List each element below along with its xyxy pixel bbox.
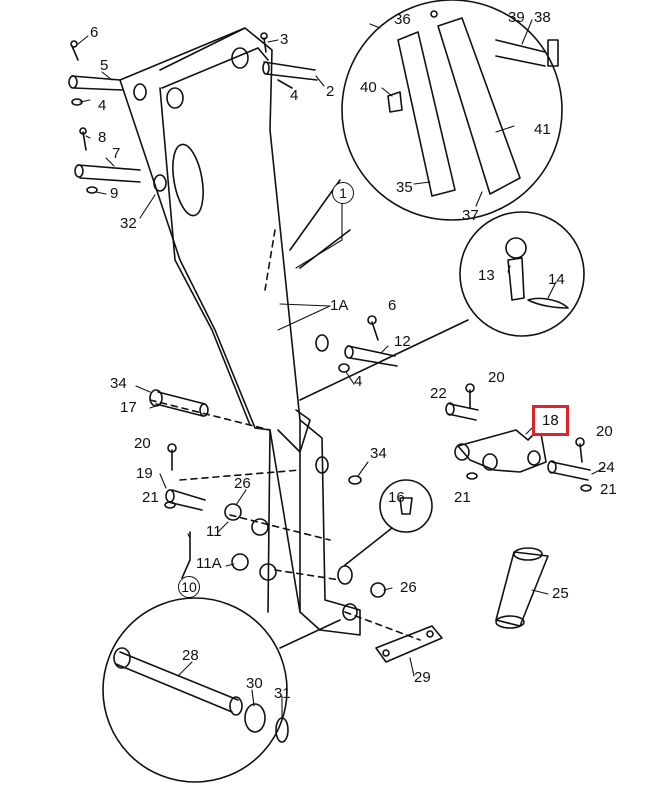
part-label-35: 35 [396,179,413,196]
part-label-8: 8 [98,129,107,146]
part-label-21-right: 21 [600,481,617,498]
part-label-32: 32 [120,215,137,232]
part-label-36: 36 [394,11,411,28]
part-label-1A: 1A [330,297,349,314]
part-label-6-mid: 6 [388,297,397,314]
part-label-4-mid: 4 [354,373,363,390]
part-label-13: 13 [478,267,495,284]
part-label-17: 17 [120,399,137,416]
mid-left-pins [149,315,398,598]
grease-nipple-detail [344,479,433,566]
part-label-34-left: 34 [110,375,127,392]
part-label-31: 31 [274,685,291,702]
part-label-40: 40 [360,79,377,96]
part-label-12: 12 [394,333,411,350]
part-label-2: 2 [326,83,335,100]
part-label-20-top: 20 [488,369,505,386]
part-label-6: 6 [90,24,99,41]
part-label-39: 39 [508,9,525,26]
part-label-14: 14 [548,271,565,288]
part-label-11A: 11A [196,555,222,572]
tipping-link-assembly [445,383,592,492]
part-label-26-right: 26 [400,579,417,596]
wear-pad-detail [289,0,563,269]
part-label-3: 3 [280,31,289,48]
part-label-37: 37 [462,207,479,224]
part-label-5: 5 [100,57,109,74]
lynch-pin-detail [299,211,585,401]
part-label-26-left: 26 [234,475,251,492]
part-label-16: 16 [388,489,405,506]
link-arm [495,547,549,629]
part-label-20-left: 20 [134,435,151,452]
dipper-arm [119,27,361,636]
part-label-4-left: 4 [98,97,107,114]
part-label-21-mid: 21 [454,489,471,506]
part-label-11: 11 [206,523,222,540]
callout-leaders [77,19,605,721]
part-label-28: 28 [182,647,199,664]
main-pin-detail [102,597,341,783]
part-label-9: 9 [110,185,119,202]
part-label-18-highlighted: 18 [532,405,569,436]
part-label-22: 22 [430,385,447,402]
link-plate [375,625,443,663]
part-label-34-mid: 34 [370,445,387,462]
part-label-20-right: 20 [596,423,613,440]
part-label-21-left: 21 [142,489,159,506]
part-label-1: 1 [332,182,354,204]
part-label-30: 30 [246,675,263,692]
part-label-29: 29 [414,669,431,686]
part-label-25: 25 [552,585,569,602]
part-label-24: 24 [598,459,615,476]
part-label-4-top: 4 [290,87,299,104]
part-label-41: 41 [534,121,551,138]
part-label-38: 38 [534,9,551,26]
part-label-10: 10 [178,576,200,598]
part-label-7: 7 [112,145,121,162]
part-label-19: 19 [136,465,153,482]
